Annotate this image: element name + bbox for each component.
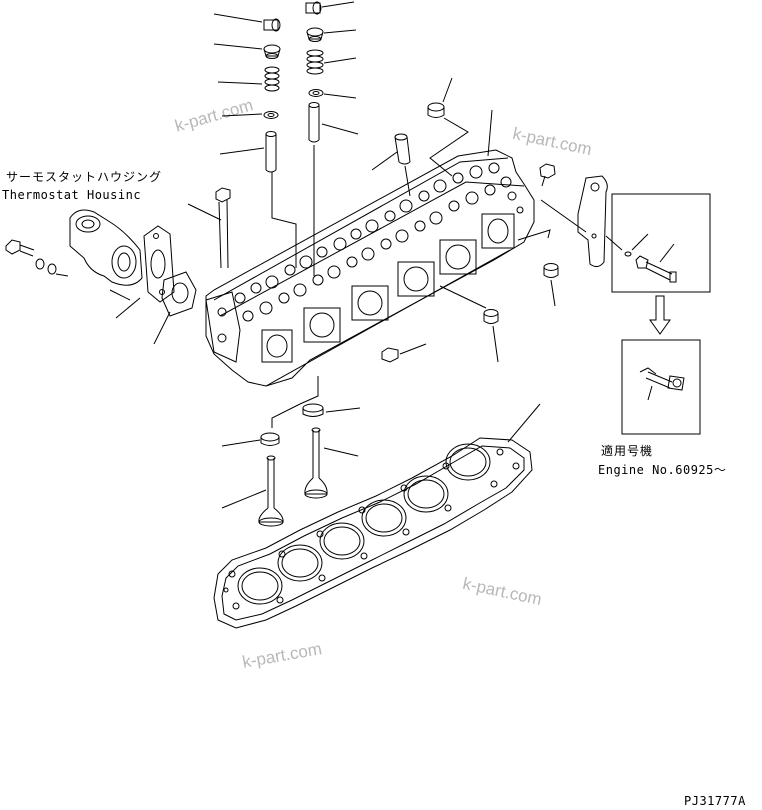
exhaust-valve-icon bbox=[305, 428, 358, 498]
head-plug-bolt-icon bbox=[382, 344, 426, 362]
right-valve-stack bbox=[306, 2, 358, 276]
thermostat-housing-icon bbox=[70, 210, 142, 300]
head-deck-holes bbox=[235, 163, 523, 321]
drawing-code: PJ31777A bbox=[684, 794, 746, 808]
small-plug-icon bbox=[540, 164, 555, 186]
injector-sleeve-icon bbox=[372, 134, 410, 196]
left-valve-stack bbox=[214, 14, 296, 268]
detail-box-old bbox=[612, 194, 710, 292]
housing-bolt-icon bbox=[6, 240, 68, 276]
valve-spring-icon bbox=[307, 50, 356, 74]
thermostat-housing-label-jp: サーモスタットハウジング bbox=[6, 170, 163, 184]
detail-box-new bbox=[622, 340, 700, 434]
valve-seat-icon bbox=[222, 433, 279, 446]
plug-icon bbox=[440, 286, 498, 362]
gasket-holes bbox=[224, 449, 519, 609]
thermostat-housing-label-en: Thermostat Housinc bbox=[2, 188, 142, 202]
lifting-bracket-icon bbox=[541, 176, 622, 267]
valve-spring-icon bbox=[218, 67, 279, 91]
lower-valve-group bbox=[222, 376, 360, 526]
valve-guide-icon bbox=[309, 103, 358, 143]
valve-seat-icon bbox=[303, 404, 360, 417]
applicable-serial-label-jp: 適用号機 bbox=[601, 444, 654, 458]
cylinder-head-icon bbox=[206, 150, 534, 386]
thermostat-housing-group bbox=[6, 210, 196, 344]
adjusting-screw-icon bbox=[214, 14, 280, 31]
adjusting-screw-icon bbox=[306, 2, 354, 14]
engine-number-label: Engine No.60925〜 bbox=[598, 463, 727, 477]
valve-guide-icon bbox=[220, 132, 276, 173]
head-bolt-icon bbox=[188, 188, 230, 268]
gasket-icon bbox=[116, 226, 174, 318]
spring-retainer-icon bbox=[214, 44, 280, 59]
head-gasket-icon bbox=[214, 404, 540, 628]
intake-valve-icon bbox=[222, 456, 283, 526]
spring-retainer-icon bbox=[307, 28, 356, 42]
expansion-plug-icon bbox=[428, 78, 468, 176]
cylinder-head-leader bbox=[488, 110, 492, 156]
plug-icon bbox=[518, 230, 558, 306]
arrow-down-icon bbox=[650, 296, 670, 334]
spring-seat-icon bbox=[222, 112, 278, 119]
spring-seat-icon bbox=[309, 90, 356, 99]
gasket-icon bbox=[154, 272, 196, 344]
